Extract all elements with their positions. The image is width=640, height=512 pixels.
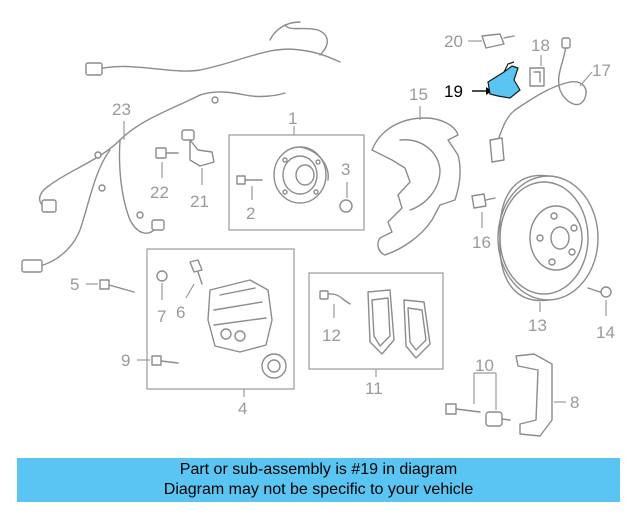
- callout-11: 11: [365, 379, 383, 398]
- part-9-bolt: [137, 355, 179, 366]
- callout-20: 20: [444, 32, 463, 51]
- callout-17: 17: [592, 61, 611, 80]
- part-2-bolt: [236, 175, 263, 200]
- callout-3: 3: [341, 160, 350, 179]
- callout-15: 15: [409, 85, 428, 104]
- part-16-bolt: [471, 193, 496, 228]
- part-18-clip: [529, 55, 545, 87]
- banner-line-2: Diagram may not be specific to your vehi…: [163, 481, 474, 498]
- callout-14: 14: [596, 323, 615, 342]
- part-12-wear-sensor: [319, 290, 351, 318]
- callout-8: 8: [570, 393, 579, 412]
- part-14-screw: [587, 286, 612, 316]
- callout-12: 12: [322, 326, 341, 345]
- callout-19: 19: [444, 82, 463, 101]
- part-8-carrier: [515, 353, 566, 437]
- part-13-brake-rotor: [497, 174, 599, 312]
- part-3-nut: [339, 182, 353, 213]
- callout-2: 2: [246, 204, 255, 223]
- callout-5: 5: [70, 275, 79, 294]
- parts-diagram: 23 22 21 1 2 3 15: [21, 21, 615, 437]
- part-7-cap: [156, 270, 168, 300]
- callout-4: 4: [238, 399, 247, 418]
- part-6-bleeder: [185, 259, 203, 299]
- part-22-bolt: [155, 147, 179, 178]
- callout-7: 7: [157, 307, 166, 326]
- callout-1: 1: [288, 109, 297, 128]
- part-17-abs-sensor: [489, 37, 593, 163]
- callout-23: 23: [112, 100, 131, 119]
- callout-13: 13: [528, 316, 547, 335]
- callout-16: 16: [472, 233, 491, 252]
- part-1-wheel-hub: [273, 146, 329, 204]
- part-19-highlighted: [472, 61, 521, 99]
- info-banner: Part or sub-assembly is #19 in diagram D…: [17, 458, 620, 502]
- wiring-harness: [21, 21, 341, 273]
- callout-21: 21: [190, 192, 209, 211]
- caliper-group-box: [146, 248, 295, 390]
- callout-6: 6: [176, 303, 185, 322]
- part-5-bolt: [86, 279, 135, 293]
- part-15-splash-shield: [371, 106, 461, 256]
- callout-18: 18: [531, 36, 550, 55]
- callout-10: 10: [475, 356, 494, 375]
- part-21-sensor: [181, 129, 215, 185]
- callout-22: 22: [150, 183, 169, 202]
- hub-group-box: [228, 134, 365, 231]
- part-20-bracket: [468, 33, 515, 49]
- callout-9: 9: [121, 351, 130, 370]
- part-4-caliper: [207, 279, 287, 379]
- banner-line-1: Part or sub-assembly is #19 in diagram: [179, 461, 458, 478]
- part-11-brake-pads: [367, 289, 431, 359]
- part-10-guide-pins: [445, 372, 511, 427]
